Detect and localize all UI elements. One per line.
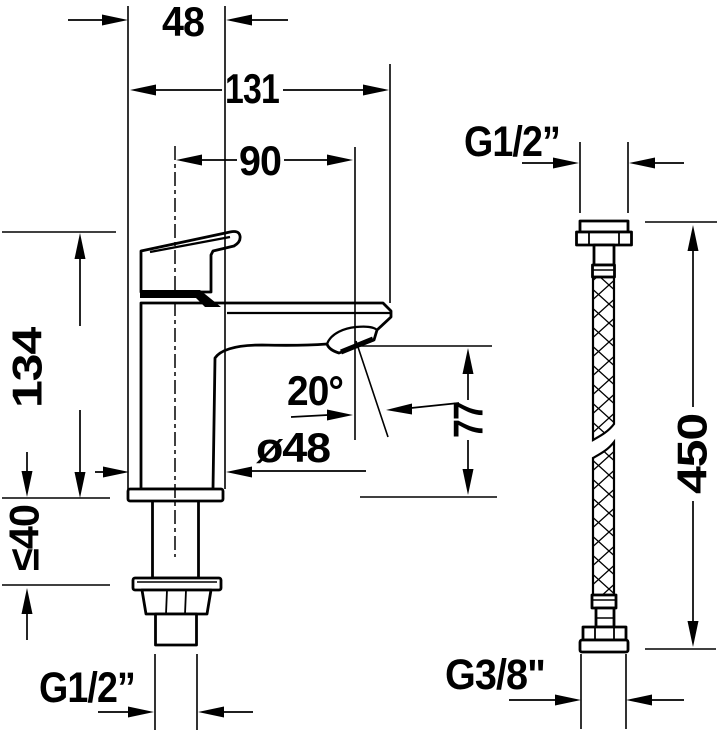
hose-top-ferrule — [591, 263, 616, 279]
handle-outline — [139, 230, 242, 294]
dim-90-label: 90 — [239, 137, 281, 184]
dimension-g12-bottom: G1/2” — [39, 664, 253, 718]
nut-facets — [165, 589, 187, 615]
hose-top-nut — [575, 230, 633, 247]
hose-top-neck — [592, 243, 616, 267]
hose-bottom-fitting — [578, 593, 630, 654]
dim-131-label: 131 — [225, 65, 280, 112]
dim-77-label: 77 — [445, 402, 492, 438]
angle-reference-line — [355, 340, 389, 438]
dim-450-label: 450 — [669, 414, 716, 494]
faucet-handle — [139, 230, 242, 307]
mounting-nut — [140, 588, 213, 616]
ext-lines-hose-top — [579, 142, 629, 213]
extension-lines — [2, 6, 717, 730]
dimension-450: 450 — [669, 225, 716, 647]
hose-top-nut-facets — [588, 232, 620, 245]
dimension-134: 134 — [4, 233, 86, 498]
dim-134-label: 134 — [4, 326, 51, 408]
hose-bottom-nut-facets — [594, 627, 615, 640]
thread-g12-top-label: G1/2” — [464, 118, 560, 166]
dimension-90: 90 — [176, 137, 353, 184]
aerator-outline — [325, 325, 378, 345]
ext-lines-hose-bottom — [580, 654, 627, 729]
dimension-max-40: ≤40 — [1, 452, 48, 640]
dimension-131: 131 — [130, 65, 389, 112]
dimension-angle-20: 20° — [287, 367, 460, 421]
ext-ticks-hose-length — [645, 221, 717, 650]
supply-hose — [575, 219, 633, 654]
dim-dia48-label: ø48 — [256, 424, 331, 471]
thread-g38-label: G3/8" — [445, 651, 545, 699]
hose-bottom-cap — [578, 638, 630, 654]
dimension-77: 77 — [445, 348, 492, 495]
dim-48-label: 48 — [162, 0, 205, 45]
hose-braid-lower — [591, 438, 616, 597]
dimension-dia-48: ø48 — [95, 424, 366, 478]
hose-top-fitting — [575, 219, 633, 279]
dimension-g12-top: G1/2” — [464, 118, 684, 169]
handle-joint-band — [140, 290, 221, 307]
dim-20deg-label: 20° — [287, 367, 343, 414]
hose-top-cap — [578, 219, 630, 234]
hose-braid-upper — [591, 275, 616, 442]
dimension-g38: G3/8" — [445, 651, 684, 706]
connection-block — [154, 612, 198, 647]
handle-top-edge — [149, 235, 231, 254]
ext-lines-shank-thread — [154, 654, 198, 730]
hose-bottom-nut — [581, 625, 628, 642]
dim-max40-label: ≤40 — [1, 505, 48, 571]
mounting-washer — [131, 576, 223, 592]
hose-bottom-ferrule — [590, 593, 618, 610]
thread-g12-bottom-label: G1/2” — [39, 664, 135, 712]
dimension-48: 48 — [68, 0, 288, 45]
